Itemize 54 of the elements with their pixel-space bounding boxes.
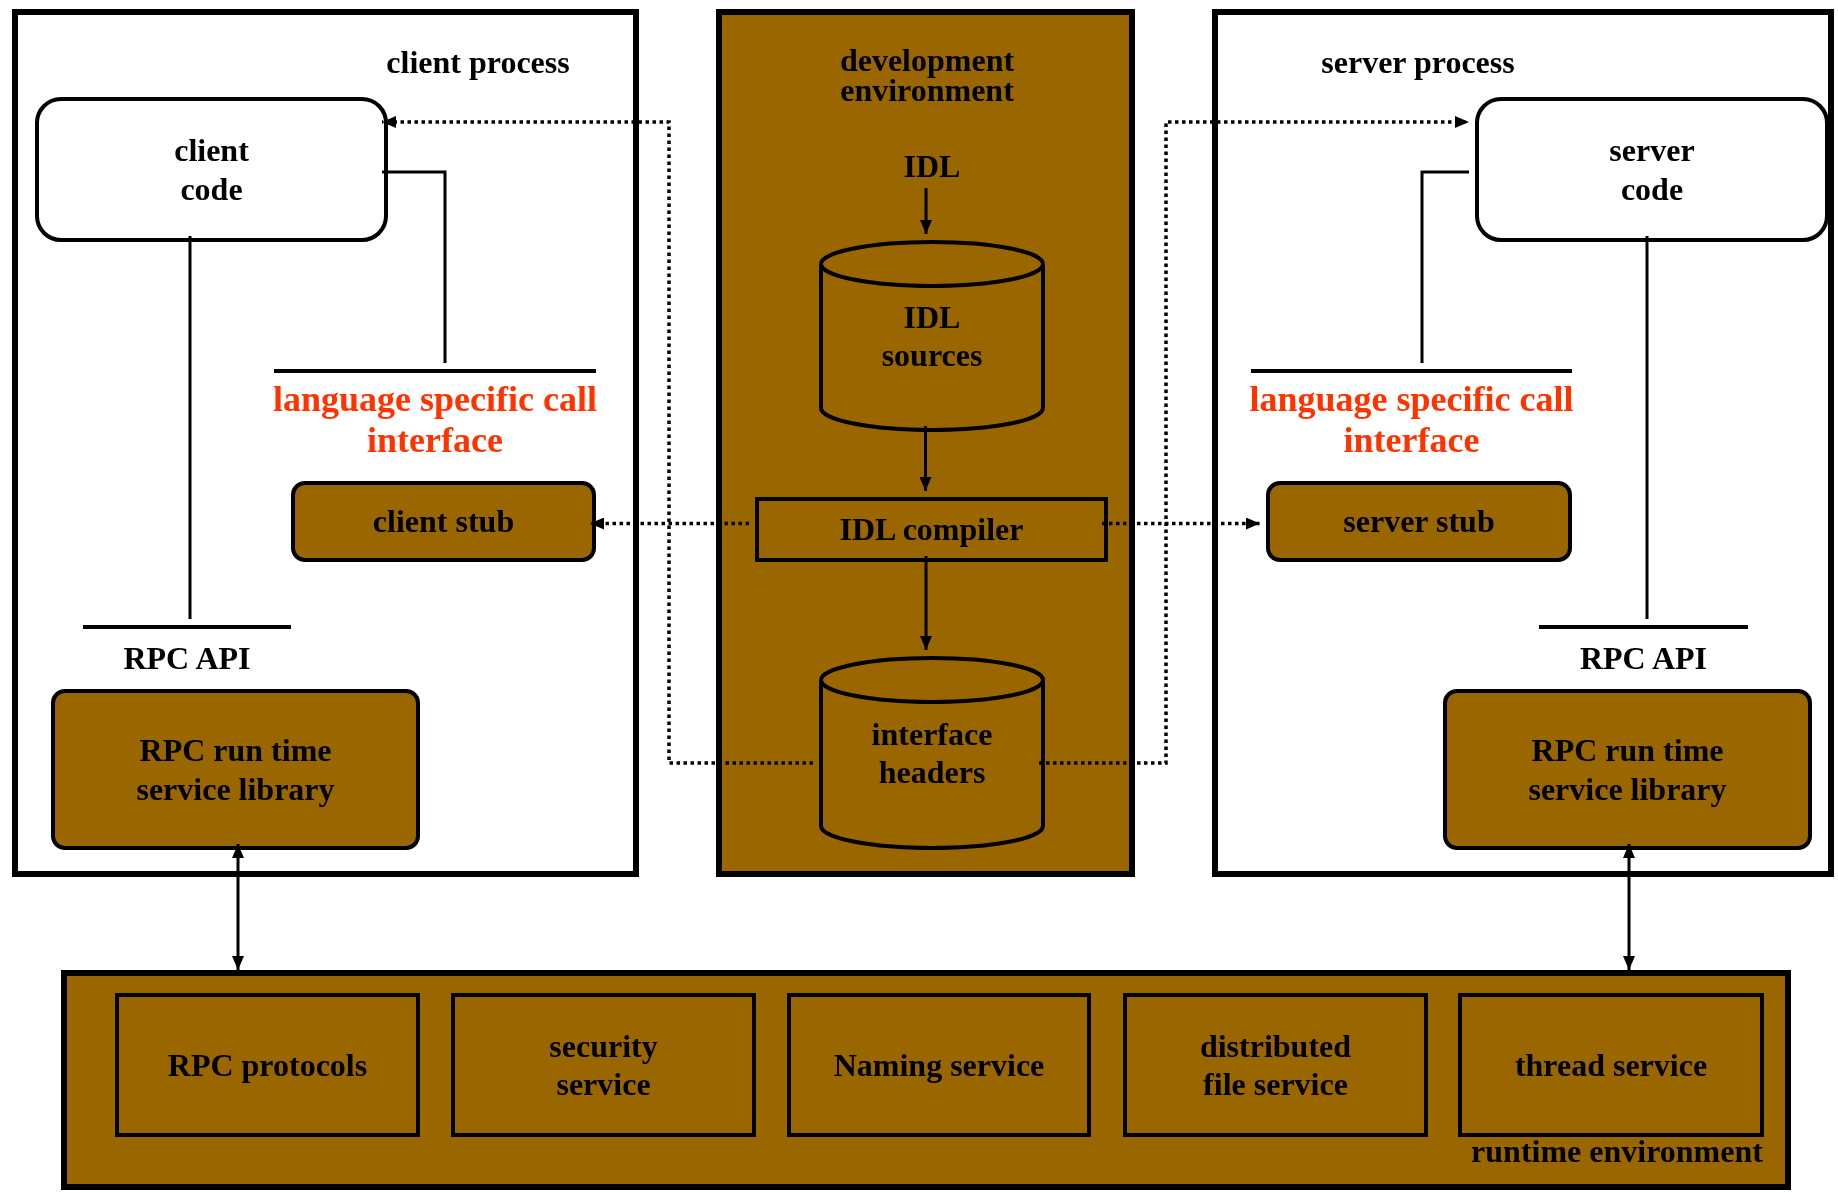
connector-line bbox=[188, 236, 192, 619]
service-box bbox=[1458, 993, 1764, 1137]
arrow bbox=[920, 188, 932, 234]
node-label: RPC protocols bbox=[167, 1045, 368, 1085]
connector-line bbox=[1420, 170, 1469, 363]
node-label: server code bbox=[1608, 131, 1696, 209]
process-box bbox=[1212, 9, 1834, 877]
node-label: distributed file service bbox=[1198, 1026, 1353, 1104]
dotted-arrow bbox=[382, 116, 813, 765]
process-box bbox=[12, 9, 639, 877]
node-label: thread service bbox=[1513, 1045, 1709, 1085]
node-label: security service bbox=[548, 1026, 659, 1104]
component-box bbox=[1266, 481, 1572, 562]
storage-cylinder bbox=[819, 656, 1045, 850]
code-box bbox=[1475, 97, 1829, 242]
node-label: server stub bbox=[1342, 502, 1496, 542]
node-label: RPC API bbox=[122, 639, 252, 678]
box-title: server process bbox=[1320, 43, 1516, 82]
code-box bbox=[35, 97, 388, 242]
component-box bbox=[1443, 689, 1812, 850]
node-label: IDL sources bbox=[880, 297, 984, 375]
node-label: RPC run time service library bbox=[135, 731, 336, 809]
node-label: language specific call interface bbox=[1248, 379, 1575, 462]
connector-line bbox=[382, 170, 447, 363]
service-box bbox=[787, 993, 1091, 1137]
node-label: interface headers bbox=[870, 714, 994, 792]
node-label: client stub bbox=[371, 502, 516, 542]
arrow bbox=[232, 844, 244, 970]
node-label: IDL bbox=[902, 146, 962, 186]
component-box bbox=[51, 689, 420, 850]
dotted-arrow bbox=[1102, 517, 1260, 530]
service-box bbox=[451, 993, 756, 1137]
arrow bbox=[920, 556, 932, 650]
arrow bbox=[919, 426, 932, 491]
arrow bbox=[1623, 844, 1635, 970]
component-box bbox=[291, 481, 596, 562]
dotted-arrow bbox=[590, 517, 749, 530]
connector-line bbox=[1645, 236, 1649, 619]
storage-cylinder bbox=[819, 240, 1045, 432]
box-title: client process bbox=[385, 43, 571, 82]
node-label: IDL compiler bbox=[838, 510, 1025, 550]
node-label: client code bbox=[173, 131, 250, 209]
compiler-box bbox=[755, 497, 1108, 562]
node-label: RPC run time service library bbox=[1527, 731, 1728, 809]
dotted-arrow bbox=[1039, 116, 1469, 765]
environment-box bbox=[716, 9, 1135, 877]
node-label: language specific call interface bbox=[272, 379, 598, 462]
node-label: RPC API bbox=[1578, 639, 1709, 678]
environment-box bbox=[61, 970, 1791, 1190]
box-title: development environment bbox=[838, 45, 1016, 106]
node-label: Naming service bbox=[832, 1045, 1046, 1085]
box-title: runtime environment bbox=[1470, 1132, 1764, 1171]
service-box bbox=[115, 993, 420, 1137]
service-box bbox=[1123, 993, 1428, 1137]
